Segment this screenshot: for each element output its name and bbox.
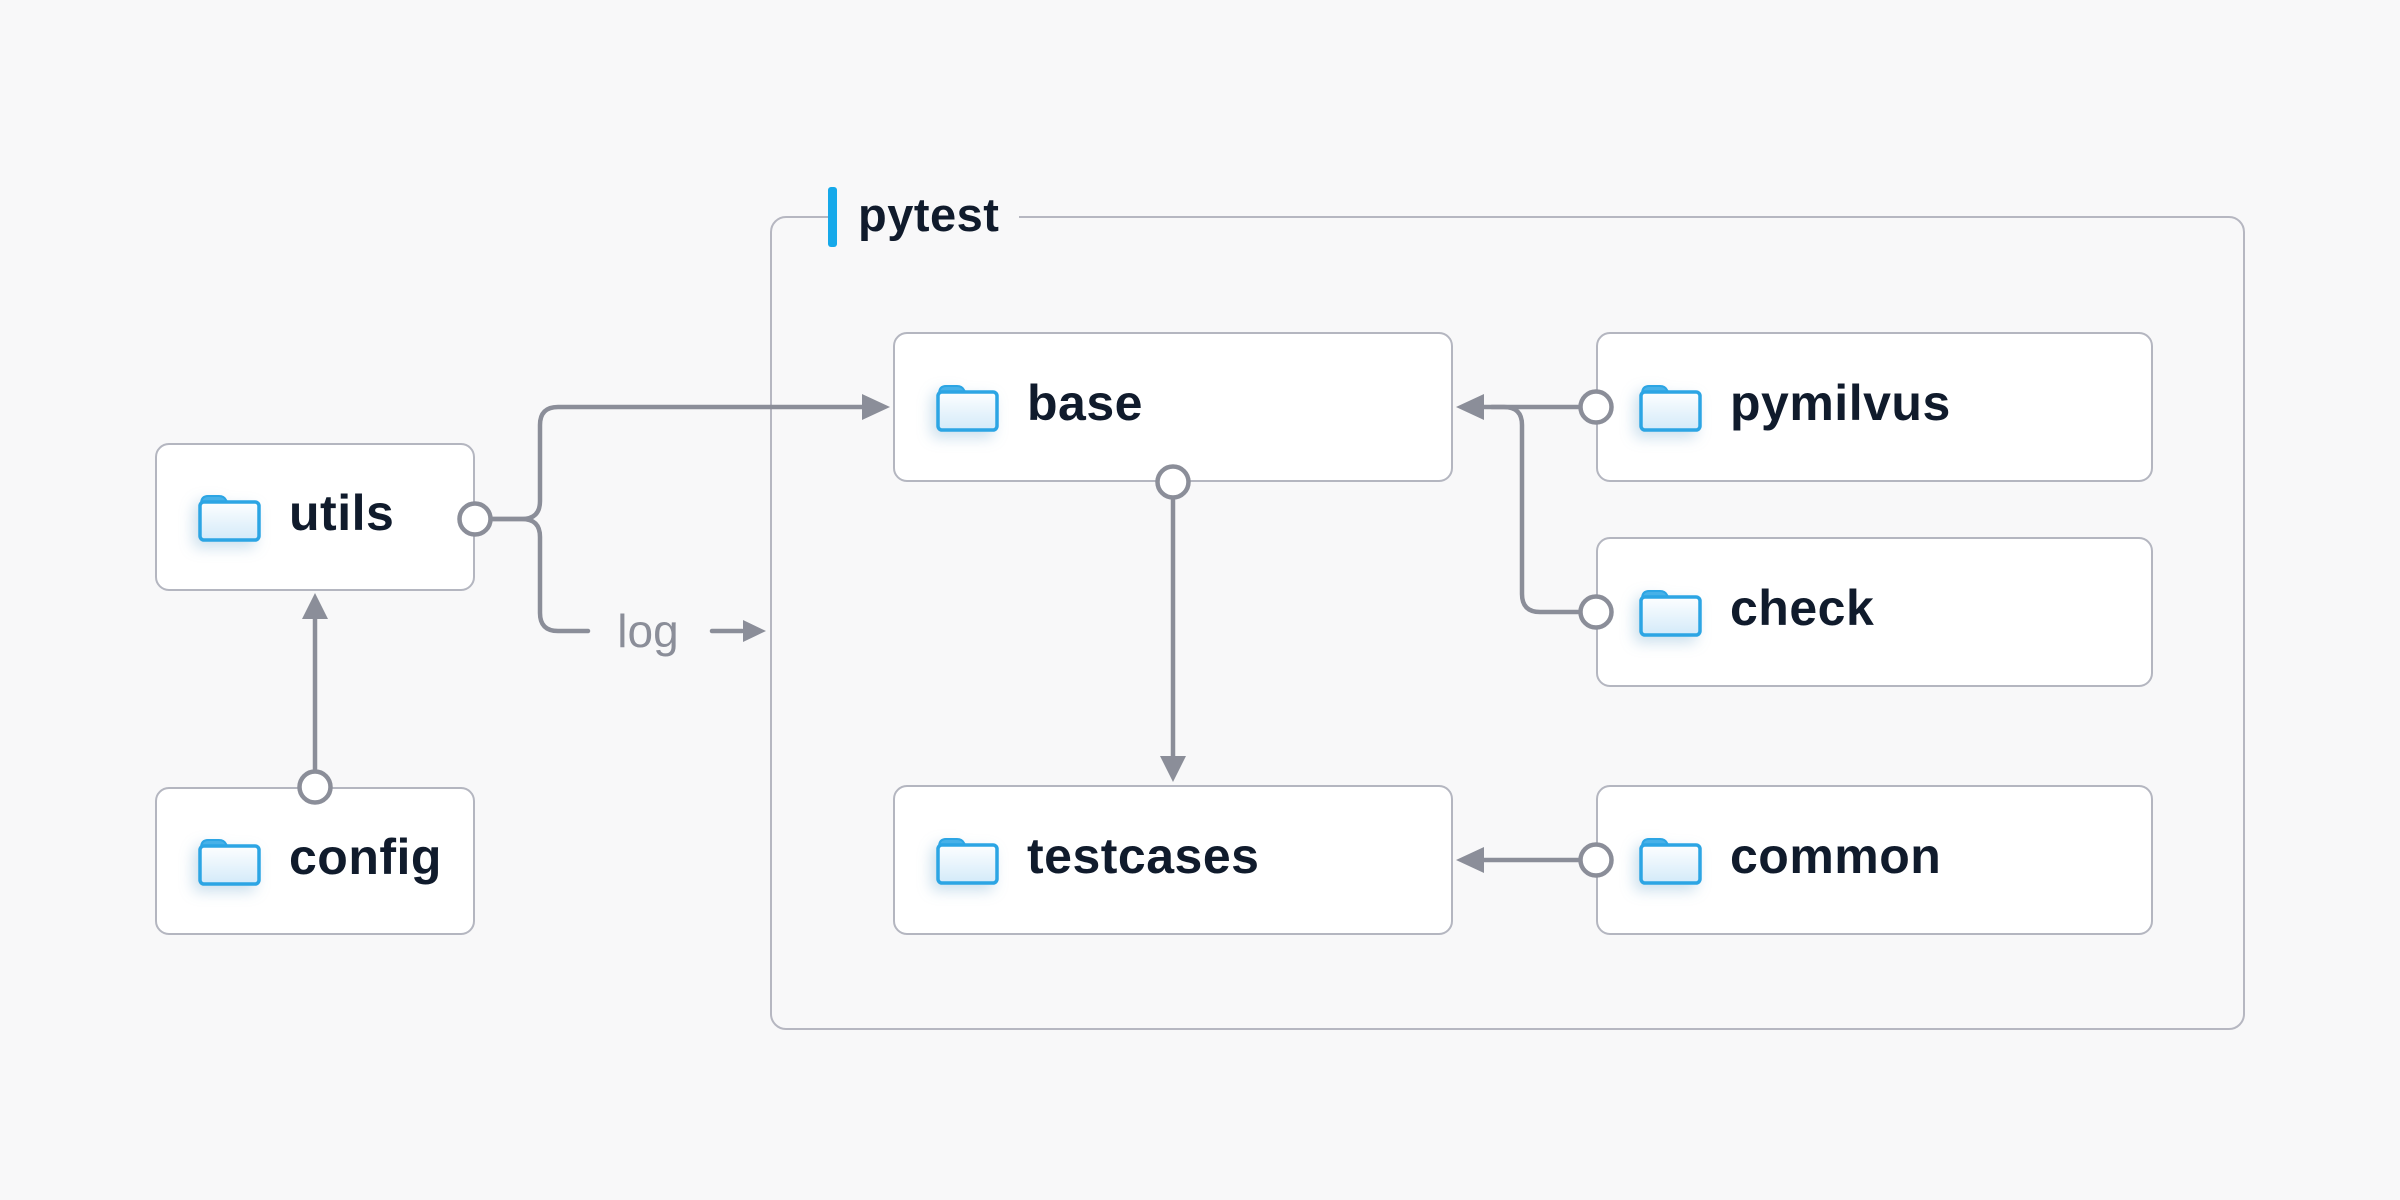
folder-icon bbox=[935, 835, 999, 885]
edge-utils-log bbox=[488, 516, 591, 634]
arrowhead-config-utils bbox=[302, 593, 328, 619]
folder-icon bbox=[1638, 382, 1702, 432]
edge-label-log: log bbox=[617, 605, 679, 657]
folder-icon bbox=[935, 382, 999, 432]
node-label: common bbox=[1730, 828, 1942, 884]
folder-icon bbox=[1638, 835, 1702, 885]
node-common: common bbox=[1596, 785, 2153, 935]
node-check: check bbox=[1596, 537, 2153, 687]
group-title: pytest bbox=[858, 187, 1000, 241]
folder-icon bbox=[197, 836, 261, 886]
node-config: config bbox=[155, 787, 475, 935]
pytest-group-label: pytest bbox=[828, 186, 1020, 248]
node-label: testcases bbox=[1027, 828, 1260, 884]
pytest-group-container: pytest bbox=[770, 186, 2245, 1030]
node-base: base bbox=[893, 332, 1453, 482]
node-utils: utils bbox=[155, 443, 475, 591]
arrowhead-log bbox=[743, 620, 766, 642]
node-label: base bbox=[1027, 375, 1143, 431]
node-label: utils bbox=[289, 485, 395, 541]
node-label: check bbox=[1730, 580, 1875, 636]
node-pymilvus: pymilvus bbox=[1596, 332, 2153, 482]
folder-icon bbox=[197, 492, 261, 542]
node-testcases: testcases bbox=[893, 785, 1453, 935]
node-label: pymilvus bbox=[1730, 375, 1951, 431]
accent-bar-icon bbox=[828, 187, 837, 247]
node-label: config bbox=[289, 829, 442, 885]
folder-icon bbox=[1638, 587, 1702, 637]
